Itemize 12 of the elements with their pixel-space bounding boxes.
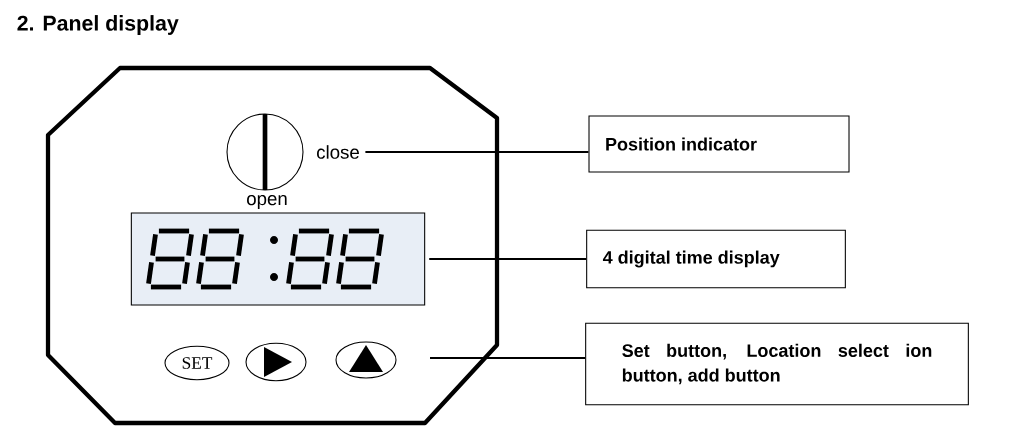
panel-button: SET <box>164 345 230 381</box>
callout-label: close <box>317 145 359 159</box>
lcd-display <box>130 212 426 306</box>
title: 2. Panel display <box>17 15 179 35</box>
leader-line <box>429 257 587 261</box>
leader-line <box>365 150 589 154</box>
label-box: Position indicator <box>588 115 850 173</box>
leader-line <box>430 356 586 360</box>
label-box: 4 digital time display <box>586 229 846 289</box>
label-box: Set button, Location select ion button, add button <box>585 322 969 406</box>
panel-button <box>245 342 307 382</box>
panel-button <box>335 341 397 379</box>
